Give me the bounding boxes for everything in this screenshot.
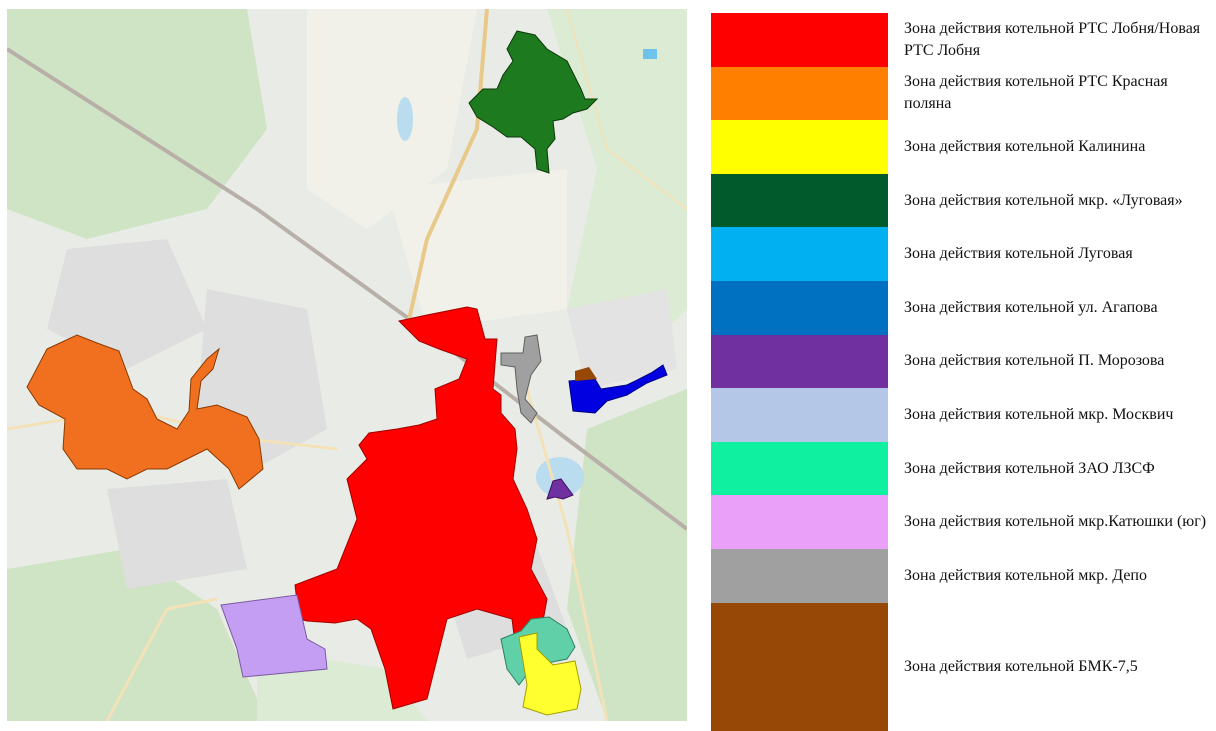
legend-swatch	[711, 227, 888, 281]
legend-label: Зона действия котельной БМК-7,5	[904, 657, 1138, 675]
zone-bmk[interactable]	[575, 367, 597, 381]
legend-swatch	[711, 495, 888, 549]
field-area	[387, 169, 567, 329]
legend-label: Зона действия котельной П. Морозова	[904, 352, 1165, 370]
legend-label: Зона действия котельной мкр. Депо	[904, 566, 1147, 584]
zone-agapova[interactable]	[568, 364, 668, 414]
legend-item-p-morozova: Зона действия котельной П. Морозова	[711, 334, 1216, 389]
road	[105, 597, 218, 721]
urban-area	[567, 289, 677, 389]
legend-swatch	[711, 66, 888, 121]
legend-swatch	[711, 602, 888, 731]
legend-label: Зона действия котельной мкр.Катюшки (юг)	[904, 513, 1207, 531]
legend-item-katyushki: Зона действия котельной мкр.Катюшки (юг)	[711, 495, 1216, 549]
zone-moskvich[interactable]	[220, 594, 328, 678]
legend-item-lugovaya: Зона действия котельной Луговая	[711, 227, 1216, 281]
legend-item-bmk: Зона действия котельной БМК-7,5	[711, 602, 1216, 731]
legend-label: Зона действия котельной мкр. «Луговая»	[904, 191, 1183, 209]
legend-swatch	[711, 13, 888, 67]
legend-swatch	[711, 334, 888, 389]
legend-swatch	[711, 280, 888, 335]
zone-depo[interactable]	[500, 334, 542, 424]
heating-zones-map[interactable]	[7, 9, 687, 721]
urban-area	[47, 239, 207, 369]
map-canvas	[7, 9, 687, 721]
pond	[643, 49, 657, 59]
legend-label: Зона действия котельной РТС Красная поля…	[904, 73, 1168, 113]
legend-label: Зона действия котельной ЗАО ЛЗСФ	[904, 459, 1155, 477]
pond	[397, 97, 413, 141]
road	[525, 388, 609, 721]
legend-label: Зона действия котельной Калинина	[904, 137, 1146, 155]
legend-item-moskvich: Зона действия котельной мкр. Москвич	[711, 388, 1216, 442]
major-road	[405, 9, 489, 330]
legend-item-lugovaya-mkr: Зона действия котельной мкр. «Луговая»	[711, 173, 1216, 228]
legend-label: Зона действия котельной РТС Лобня/Новая …	[904, 19, 1201, 59]
forest-area	[7, 549, 267, 721]
legend-item-agapova: Зона действия котельной ул. Агапова	[711, 280, 1216, 335]
legend-item-depo: Зона действия котельной мкр. Депо	[711, 548, 1216, 603]
legend-item-rts-lobnya: Зона действия котельной РТС Лобня/Новая …	[711, 13, 1216, 67]
zone-p-morozova[interactable]	[546, 478, 574, 500]
zone-rts-lobnya[interactable]	[294, 306, 548, 710]
forest-area	[567, 389, 687, 721]
legend-label: Зона действия котельной мкр. Москвич	[904, 405, 1174, 423]
legend-swatch	[711, 173, 888, 228]
legend-label: Зона действия котельной ул. Агапова	[904, 298, 1158, 316]
legend-item-krasnaya-polyana: Зона действия котельной РТС Красная поля…	[711, 66, 1216, 121]
legend-swatch	[711, 388, 888, 442]
legend-swatch	[711, 441, 888, 496]
legend-swatch	[711, 120, 888, 174]
zone-kalinina[interactable]	[518, 632, 582, 716]
zone-krasnaya-polyana[interactable]	[26, 334, 264, 490]
road	[566, 9, 687, 210]
legend-item-kalinina: Зона действия котельной Калинина	[711, 120, 1216, 174]
field-area	[307, 9, 477, 229]
forest-area	[7, 9, 267, 239]
urban-area	[107, 479, 247, 589]
legend-swatch	[711, 548, 888, 603]
legend-label: Зона действия котельной Луговая	[904, 245, 1133, 263]
legend-item-lzsf: Зона действия котельной ЗАО ЛЗСФ	[711, 441, 1216, 496]
legend: Зона действия котельной РТС Лобня/Новая …	[711, 13, 1216, 731]
zone-lugovaya-mkr[interactable]	[468, 30, 599, 174]
